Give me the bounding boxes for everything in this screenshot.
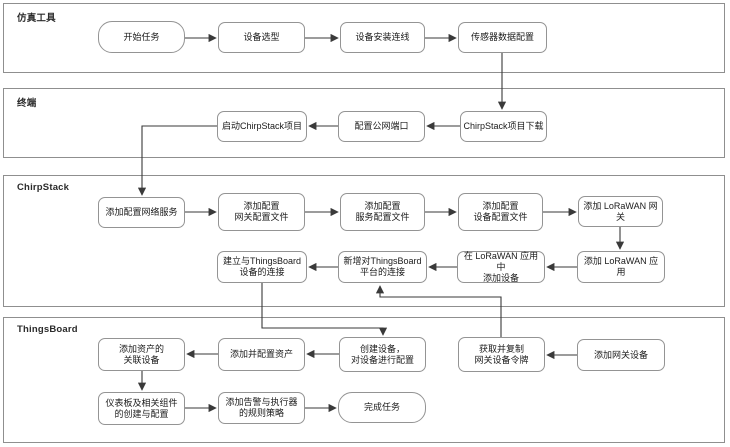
node-add-lorawan-gateway: 添加 LoRaWAN 网关 [578,196,663,227]
connector-launch-to-network-service [137,125,217,196]
node-chirpstack-download: ChirpStack项目下载 [460,111,547,142]
node-network-service: 添加配置网络服务 [98,197,185,228]
node-dashboard-components: 仪表板及相关组件 的创建与配置 [98,392,185,425]
node-copy-gateway-token: 获取并复制 网关设备令牌 [458,337,545,372]
lane-label-simulation-tools: 仿真工具 [17,13,56,24]
connector-token-to-new-tb-connection [375,285,502,337]
node-device-install: 设备安装连线 [340,22,425,53]
node-alarm-rules: 添加告警与执行器 的规则策略 [218,392,305,424]
node-new-tb-connection: 新增对ThingsBoard 平台的连接 [338,251,427,283]
node-device-selection: 设备选型 [218,22,305,53]
node-create-device: 创建设备， 对设备进行配置 [339,337,426,372]
lane-label-thingsboard: ThingsBoard [17,324,78,335]
node-launch-chirpstack: 启动ChirpStack项目 [217,111,307,142]
node-device-conf-file: 添加配置 设备配置文件 [458,193,543,231]
node-sensor-config: 传感器数据配置 [458,22,547,53]
connector-establish-to-create-device [261,283,388,336]
node-add-configure-asset: 添加并配置资产 [218,338,305,371]
node-add-device-in-app: 在 LoRaWAN 应用中 添加设备 [457,251,545,283]
node-add-asset-devices: 添加资产的 关联设备 [98,338,185,371]
node-start-task: 开始任务 [98,21,185,53]
lane-label-chirpstack: ChirpStack [17,182,70,193]
node-add-gateway-device: 添加网关设备 [577,339,665,371]
node-add-lorawan-app: 添加 LoRaWAN 应用 [577,251,665,283]
node-establish-tb-device: 建立与ThingsBoard 设备的连接 [217,251,307,283]
node-service-conf-file: 添加配置 服务配置文件 [340,193,425,231]
node-public-port: 配置公网端口 [338,111,425,142]
lane-label-terminal: 终端 [17,98,37,109]
node-finish-task: 完成任务 [338,392,426,423]
node-gateway-conf-file: 添加配置 网关配置文件 [218,193,305,231]
